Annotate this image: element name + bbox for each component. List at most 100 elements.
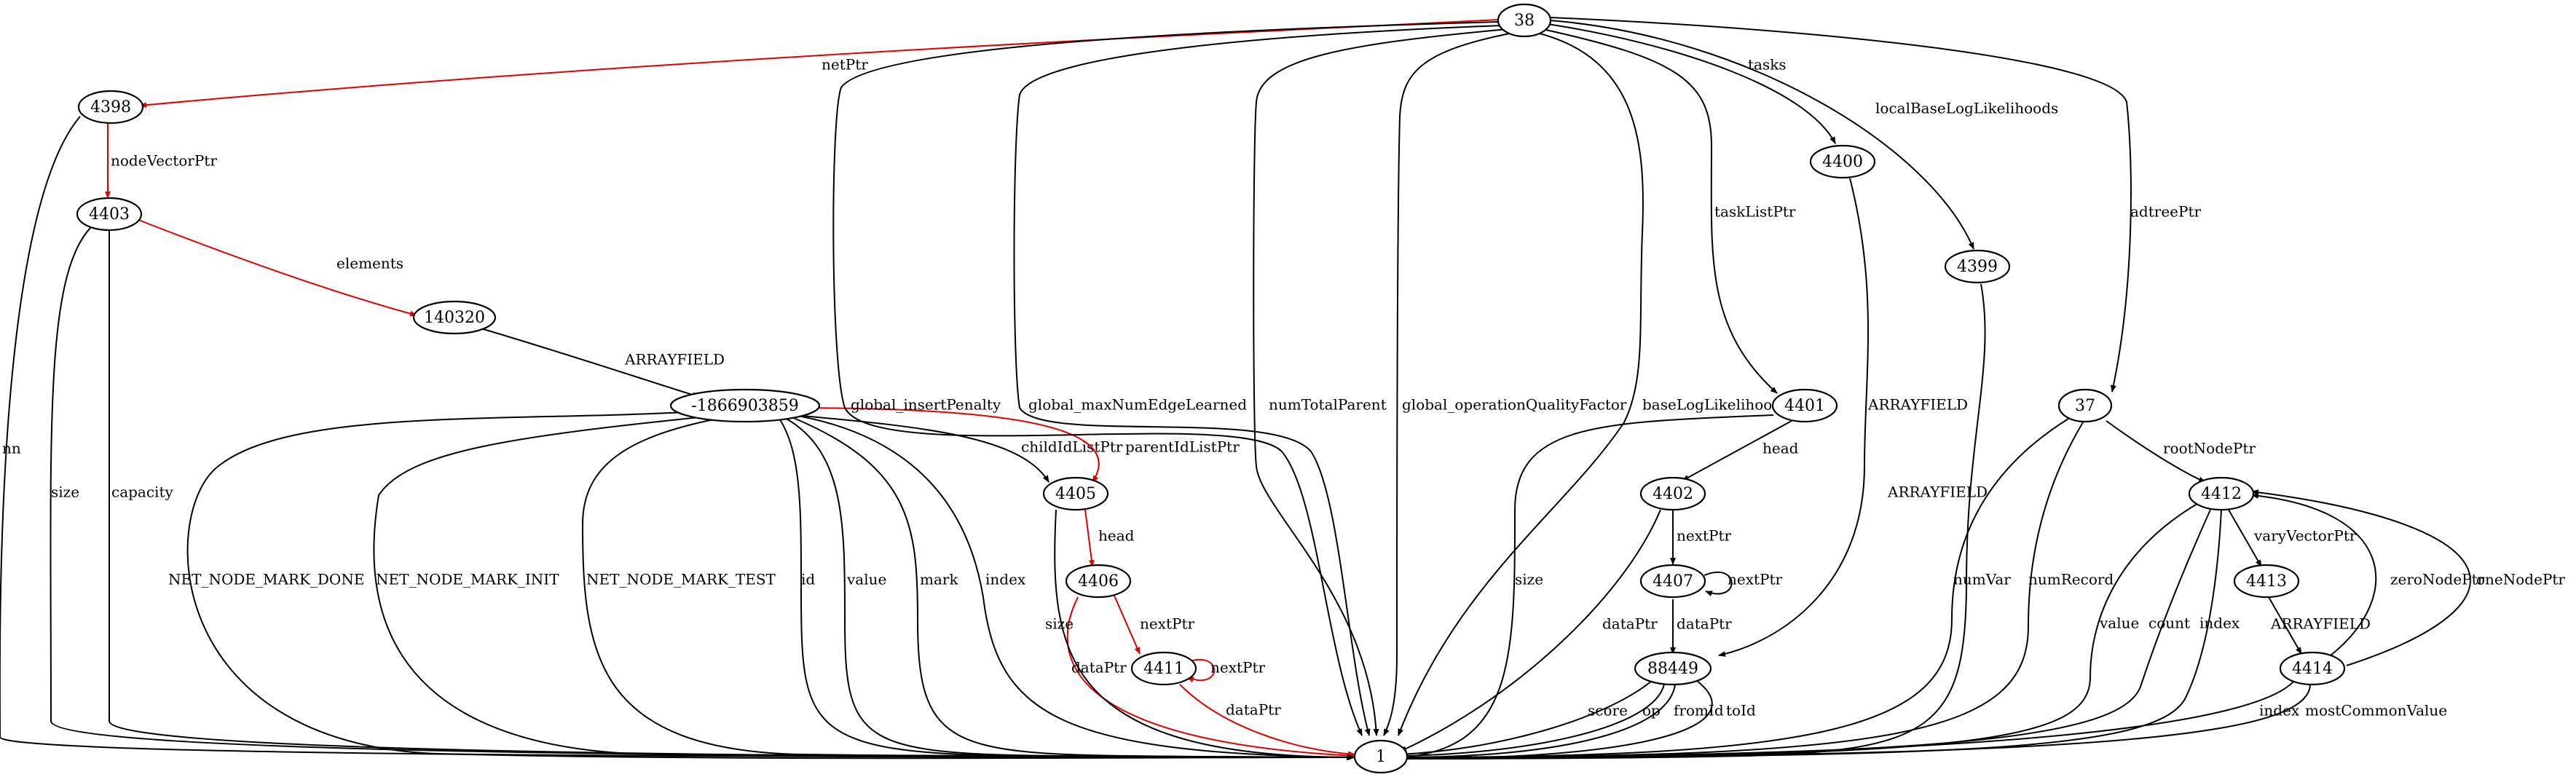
node-4399[interactable]: 4399 [1944, 249, 2011, 284]
edge-arrayfield-4399 [1399, 283, 1986, 762]
edge-label-size-4401: size [1515, 571, 1543, 588]
edge-mostCommonValue [1399, 684, 2311, 760]
node-140320[interactable]: 140320 [412, 300, 497, 335]
node-4406[interactable]: 4406 [1065, 564, 1132, 599]
edge-label-dataPtr-4411: dataPtr [1226, 701, 1281, 719]
edge-label-dataPtr-4406: dataPtr [1071, 659, 1127, 677]
node-label: 4403 [89, 205, 130, 224]
node-4407[interactable]: 4407 [1639, 564, 1706, 599]
edge-label-nextPtr-4407: nextPtr [1728, 571, 1783, 588]
node-label: 4398 [90, 98, 131, 117]
node-88449[interactable]: 88449 [1634, 651, 1712, 686]
edge-label-global-operationQualityFactor: global_operationQualityFactor [1402, 396, 1627, 414]
edge-global-insertPenalty [832, 21, 1500, 736]
edge-label-mostCommonValue: mostCommonValue [2305, 702, 2447, 719]
edge-label-nextPtr-4402: nextPtr [1677, 527, 1732, 545]
edge-label-id: id [801, 571, 815, 588]
node-4402[interactable]: 4402 [1639, 476, 1706, 511]
node-label: 38 [1514, 12, 1535, 30]
edge-label-elements: elements [336, 255, 403, 272]
node-label: 4402 [1653, 485, 1693, 503]
node-label: 4411 [1143, 660, 1184, 678]
edge-label-value-net: value [846, 571, 886, 588]
edge-label-net-node-mark-done: NET_NODE_MARK_DONE [168, 571, 364, 588]
edge-tasks [1547, 23, 1836, 144]
edge-label-toId: toId [1726, 702, 1756, 719]
edge-label-nodeVectorPtr: nodeVectorPtr [111, 152, 217, 170]
edge-label-numRecord: numRecord [2028, 571, 2114, 588]
edge-label-parentIdListPtr: parentIdListPtr [1125, 438, 1240, 456]
edge-label-net-node-mark-init: NET_NODE_MARK_INIT [376, 571, 559, 588]
node-1[interactable]: 1 [1353, 739, 1409, 774]
node-4413[interactable]: 4413 [2233, 564, 2300, 599]
edge-index-4412 [1399, 509, 2222, 760]
edge-index-net [793, 414, 1354, 760]
edge-label-netPtr: netPtr [822, 56, 868, 74]
edge-numVar [1399, 418, 2069, 760]
edge-label-arrayfield-4399: ARRAYFIELD [1887, 484, 1988, 501]
edge-label-arrayfield-4400: ARRAYFIELD [1867, 396, 1968, 414]
node-label: 37 [2075, 397, 2095, 415]
edge-fromId [1399, 684, 1676, 760]
edge-oneNodePtr [2251, 489, 2471, 666]
node-4403[interactable]: 4403 [76, 197, 143, 232]
edge-mark [789, 416, 1354, 760]
edge-label-oneNodePtr: oneNodePtr [2476, 571, 2565, 588]
node-label: 4399 [1957, 258, 1998, 276]
edge-parentIdListPtr [779, 407, 1100, 483]
edge-label-net-node-mark-test: NET_NODE_MARK_TEST [586, 571, 776, 588]
node-label: 4401 [1784, 397, 1825, 415]
node-4398[interactable]: 4398 [77, 90, 144, 125]
edge-zeroNodePtr [2251, 492, 2377, 656]
node-4405[interactable]: 4405 [1042, 476, 1109, 511]
edge-global-maxNumEdgeLearned [1013, 25, 1502, 736]
edge-label-childIdListPtr: childIdListPtr [1021, 438, 1123, 456]
edge-label-fromId: fromId [1674, 702, 1724, 719]
edge-index-4414 [1399, 680, 2295, 760]
edge-label-global-insertPenalty: global_insertPenalty [851, 396, 1001, 414]
edge-label-nextPtr-4411: nextPtr [1210, 659, 1266, 677]
edge-nextPtr-4411-self [1185, 658, 1216, 683]
edge-op [1399, 684, 1665, 759]
edge-nextPtr-4407-self [1703, 571, 1733, 596]
node-4401[interactable]: 4401 [1771, 388, 1838, 423]
node-4414[interactable]: 4414 [2279, 651, 2346, 686]
edge-arrayfield-4413 [2268, 596, 2302, 655]
edge-label-arrayfield-140320: ARRAYFIELD [624, 351, 725, 368]
node-label: 4407 [1653, 572, 1693, 591]
node-label: 4413 [2246, 572, 2287, 591]
edge-rootNodePtr [2106, 420, 2206, 483]
edge-varyVectorPtr [2228, 509, 2262, 567]
edge-label-size-4405: size [1045, 615, 1074, 633]
node-4411[interactable]: 4411 [1130, 651, 1197, 686]
edge-global-operationQualityFactor [1383, 32, 1514, 736]
edge-label-mark: mark [920, 571, 958, 588]
edge-label-nn: nn [2, 440, 21, 457]
node-4400[interactable]: 4400 [1809, 144, 1876, 179]
edge-head-4401 [1682, 420, 1792, 481]
edge-label-rootNodePtr: rootNodePtr [2163, 440, 2256, 457]
node-37[interactable]: 37 [2057, 388, 2113, 423]
edge-value-4412 [1399, 502, 2200, 760]
edge-taskListPtr [1542, 28, 1778, 394]
edge-score [1399, 680, 1653, 757]
node-label: 4400 [1822, 153, 1863, 171]
edge-arrayfield-140320 [473, 326, 700, 398]
edge-label-index-net: index [985, 571, 1026, 588]
node-1866903859[interactable]: -1866903859 [669, 388, 821, 423]
node-38[interactable]: 38 [1497, 3, 1552, 38]
node-label: 4406 [1078, 572, 1119, 591]
node-label: 88449 [1647, 660, 1698, 678]
edge-label-capacity: capacity [111, 484, 173, 501]
edge-size-4405 [1054, 509, 1355, 760]
node-label: 4412 [2201, 485, 2242, 503]
edge-dataPtr-4402 [1399, 509, 1661, 752]
edge-count [1399, 509, 2211, 760]
node-label: -1866903859 [691, 397, 798, 415]
node-4412[interactable]: 4412 [2188, 476, 2255, 511]
edge-netPtr [139, 19, 1500, 109]
edge-label-varyVectorPtr: varyVectorPtr [2253, 527, 2357, 545]
node-label: 1 [1376, 748, 1386, 766]
edge-head-4405 [1084, 509, 1095, 567]
